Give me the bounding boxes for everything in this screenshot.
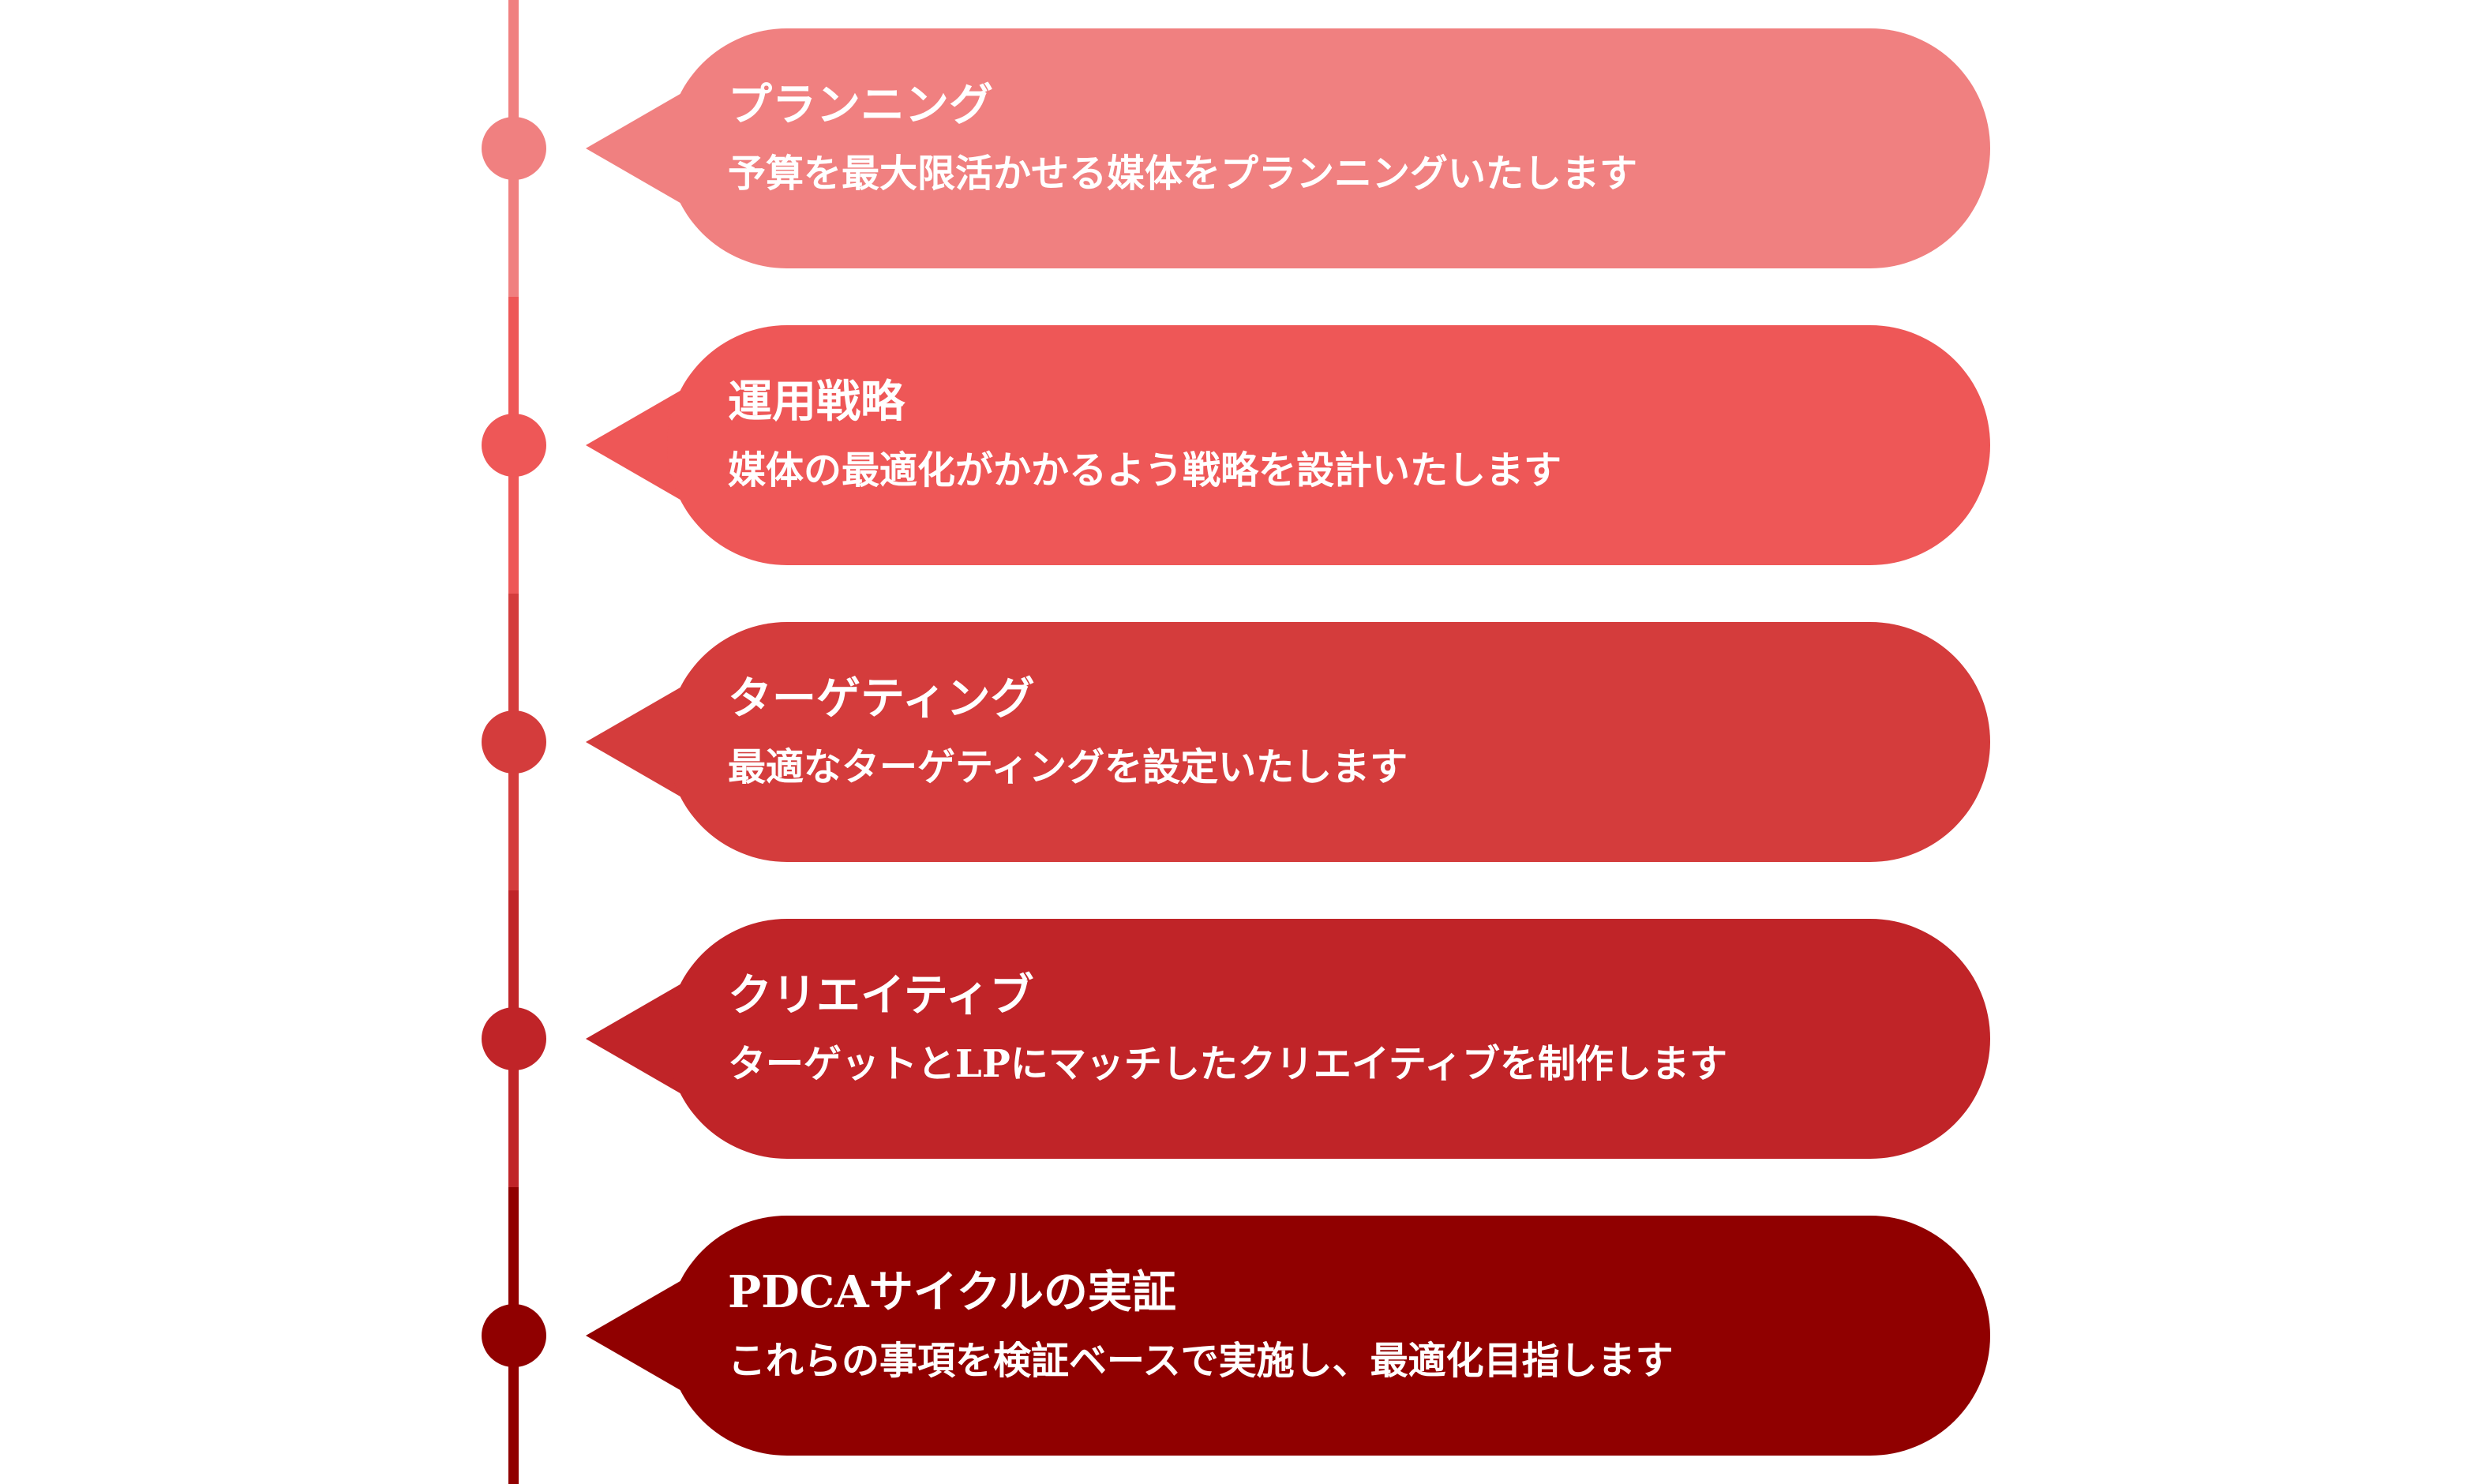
timeline-dot (482, 117, 546, 180)
timeline-step: プランニング 予算を最大限活かせる媒体をプランニングいたします (0, 0, 2467, 297)
step-title: ターゲティング (728, 673, 1035, 725)
step-title: 運用戦略 (728, 376, 905, 428)
step-title: クリエイティブ (728, 969, 1034, 1021)
timeline-step: クリエイティブ ターゲットとLPにマッチしたクリエイティブを制作します (0, 890, 2467, 1187)
timeline-step: 運用戦略 媒体の最適化がかかるよう戦略を設計いたします (0, 297, 2467, 594)
step-description: 媒体の最適化がかかるよう戦略を設計いたします (728, 448, 1562, 493)
timeline-dot (482, 1007, 546, 1070)
step-title: PDCAサイクルの実証 (728, 1266, 1176, 1318)
timeline-step: ターゲティング 最適なターゲティングを設定いたします (0, 594, 2467, 890)
timeline-step: PDCAサイクルの実証 これらの事項を検証ベースで実施し、最適化目指します (0, 1187, 2467, 1484)
step-description: 最適なターゲティングを設定いたします (728, 745, 1408, 789)
timeline-dot (482, 1304, 546, 1367)
step-description: 予算を最大限活かせる媒体をプランニングいたします (728, 152, 1638, 196)
timeline-dot (482, 414, 546, 477)
step-bubble (667, 622, 1990, 862)
step-bubble (667, 325, 1990, 565)
step-description: ターゲットとLPにマッチしたクリエイティブを制作します (728, 1042, 1728, 1086)
step-bubble (667, 919, 1990, 1159)
step-bubble (667, 28, 1990, 268)
step-bubble (667, 1216, 1990, 1456)
step-title: プランニング (728, 79, 993, 131)
timeline-dot (482, 710, 546, 774)
step-description: これらの事項を検証ベースで実施し、最適化目指します (728, 1339, 1674, 1383)
